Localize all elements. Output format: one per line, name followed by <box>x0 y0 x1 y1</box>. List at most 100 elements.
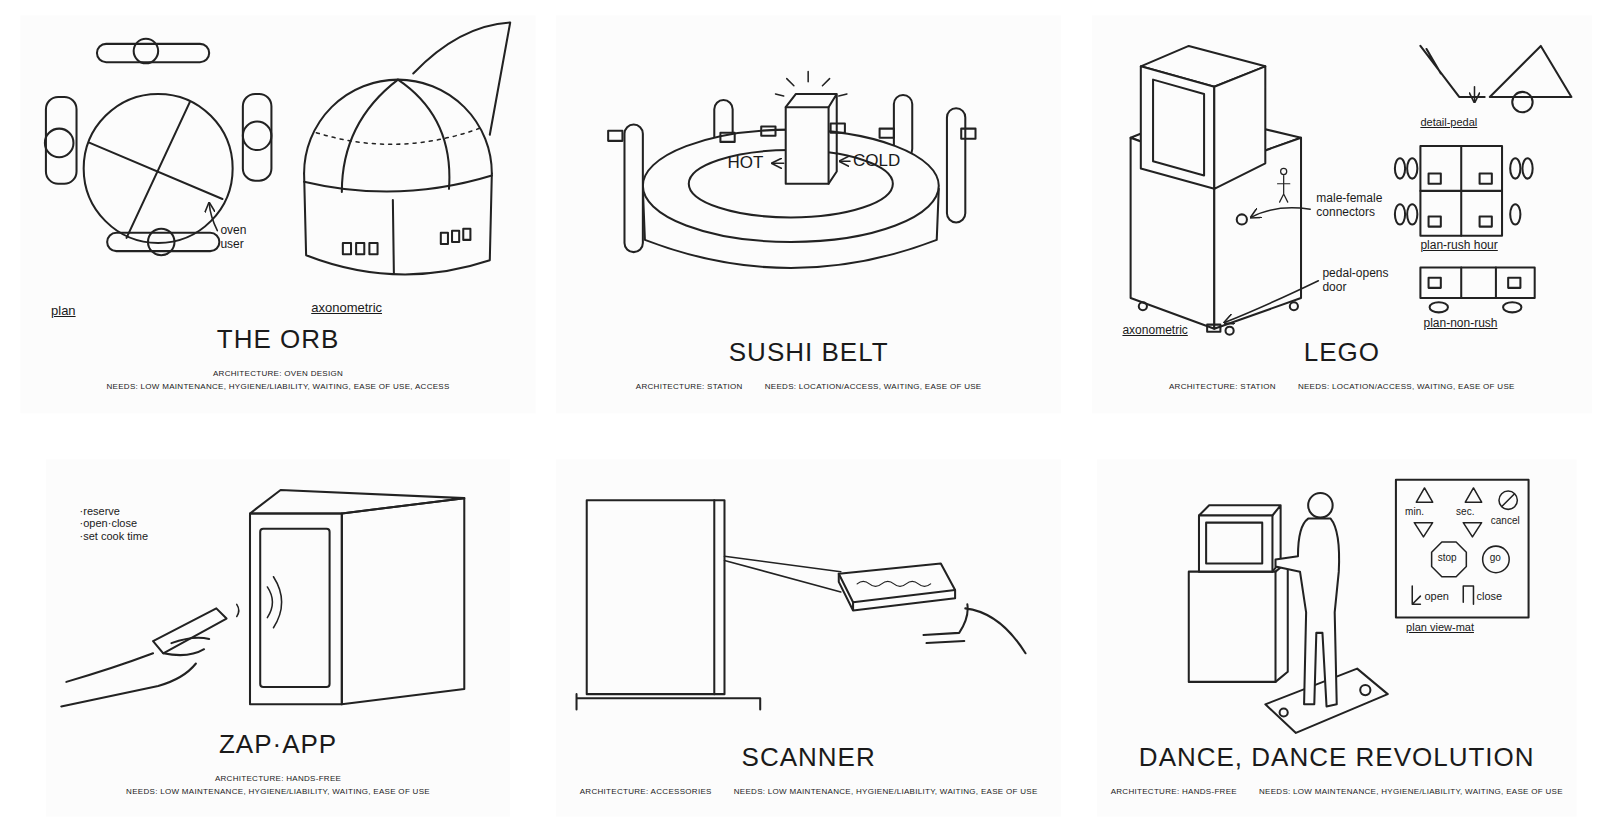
zap-app-sketch-stroke <box>61 638 209 707</box>
orb-axonometric-sketch-stroke <box>316 128 481 145</box>
lego-station-sketch-stroke <box>1474 87 1476 102</box>
orb-plan-sketch-stroke <box>90 102 223 238</box>
sushi-belt-sketch <box>608 71 975 268</box>
orb-axonometric-sketch-stroke <box>452 231 459 242</box>
lego-station-sketch-stroke <box>1510 158 1520 178</box>
ddr-sketch-stroke <box>1483 546 1510 573</box>
lego-station-sketch <box>1131 46 1572 335</box>
orb-axonometric-sketch-stroke <box>413 22 510 134</box>
lego-station-sketch-stroke <box>1139 302 1147 310</box>
sketch-annotation: open <box>1424 590 1448 603</box>
ddr-sketch-stroke <box>1412 586 1420 604</box>
panel-note: NEEDS: LOCATION/ACCESS, WAITING, EASE OF… <box>1298 382 1515 391</box>
lego-station-sketch-stroke <box>1224 281 1318 323</box>
sushi-belt-sketch-stroke <box>624 125 642 253</box>
ddr-sketch-stroke <box>1276 561 1288 681</box>
zap-app-sketch-stroke <box>260 529 329 687</box>
sushi-belt-sketch-stroke <box>831 124 845 133</box>
sushi-belt-sketch-stroke <box>608 131 622 141</box>
ddr-sketch-stroke <box>1199 505 1281 571</box>
lego-station-sketch-stroke <box>1281 168 1287 174</box>
panel-note: ARCHITECTURE: HANDS-FREE <box>1111 787 1237 796</box>
ddr-sketch-stroke <box>1432 542 1467 577</box>
panel-title: ZAP·APP <box>219 729 337 760</box>
sushi-belt-sketch-stroke <box>772 163 783 165</box>
sketch-annotation: pedal-opens door <box>1322 267 1393 295</box>
scanner-sketch-stroke <box>857 581 930 586</box>
panel-footer: ARCHITECTURE: STATION NEEDS: LOCATION/ACC… <box>1169 382 1515 391</box>
panel-title: THE ORB <box>217 324 340 355</box>
panel-footer: ARCHITECTURE: STATIONNEEDS: LOCATION/ACC… <box>636 382 982 391</box>
sketch-annotation: plan-rush hour <box>1420 239 1497 253</box>
sketch-annotation: cancel <box>1491 515 1520 527</box>
sketch-panel: THE ORBARCHITECTURE: OVEN DESIGNNEEDS: L… <box>20 15 535 413</box>
lego-station-sketch-stroke <box>1429 278 1441 288</box>
sushi-belt-sketch-stroke <box>761 127 775 136</box>
panel-note: NEEDS: LOW MAINTENANCE, HYGIENE/LIABILIT… <box>126 787 430 796</box>
lego-station-sketch-stroke <box>1214 66 1265 188</box>
panel-title: SUSHI BELT <box>729 337 889 368</box>
lego-station-sketch-stroke <box>1510 204 1520 224</box>
orb-axonometric-sketch-stroke <box>304 80 492 174</box>
scanner-sketch-stroke <box>713 500 715 694</box>
lego-station-sketch-stroke <box>1278 176 1290 203</box>
lego-station-sketch-stroke <box>1407 158 1417 178</box>
orb-axonometric-sketch <box>304 22 510 274</box>
orb-plan-sketch-stroke <box>84 94 233 243</box>
lego-station-sketch-stroke <box>1290 302 1298 310</box>
sketch-annotation: close <box>1477 590 1503 603</box>
orb-plan-sketch-stroke <box>45 129 74 158</box>
panel-note: ARCHITECTURE: OVEN DESIGN <box>213 369 343 378</box>
orb-plan-sketch-stroke <box>243 121 272 150</box>
sketch-annotation: detail-pedal <box>1420 116 1477 129</box>
sketch-annotation: stop <box>1438 552 1457 564</box>
lego-station-sketch-stroke <box>1429 216 1441 226</box>
orb-axonometric-sketch-stroke <box>304 176 492 192</box>
panel-note: ARCHITECTURE: STATION <box>1169 382 1276 391</box>
orb-plan-sketch-stroke <box>46 97 77 184</box>
lego-station-sketch-stroke <box>1420 146 1502 236</box>
sketch-annotation: male-female connectors <box>1316 192 1403 220</box>
ddr-sketch-stroke <box>1396 480 1529 618</box>
ddr-sketch <box>1189 480 1529 733</box>
panel-title: SCANNER <box>742 742 876 773</box>
sketch-annotation: min. <box>1405 506 1424 518</box>
sketch-panel: SCANNERARCHITECTURE: ACCESSORIESNEEDS: L… <box>556 459 1061 816</box>
sushi-belt-sketch-stroke <box>880 129 894 138</box>
ddr-sketch-stroke <box>1308 493 1332 517</box>
sushi-belt-sketch-stroke <box>786 107 829 184</box>
sketch-annotation: ·open·close <box>80 517 137 530</box>
orb-plan-sketch-stroke <box>148 229 175 256</box>
lego-station-sketch-stroke <box>1395 158 1405 178</box>
panel-ground-stroke <box>1092 15 1592 413</box>
sketch-annotation: COLD <box>853 151 900 171</box>
orb-axonometric-sketch-stroke <box>369 243 377 254</box>
orb-axonometric-sketch-stroke <box>441 233 448 244</box>
scanner-sketch-stroke <box>587 500 725 694</box>
panel-ground-stroke <box>1097 459 1577 816</box>
scanner-sketch <box>577 500 1026 709</box>
sketch-annotation: plan-non-rush <box>1423 317 1497 331</box>
orb-axonometric-sketch-stroke <box>356 243 364 254</box>
orb-axonometric-sketch-stroke <box>343 243 351 254</box>
lego-station-sketch-stroke <box>1480 216 1492 226</box>
lego-station-sketch-stroke <box>1251 208 1310 218</box>
zap-app-sketch-stroke <box>250 513 342 704</box>
lego-station-sketch-stroke <box>1512 92 1532 112</box>
orb-plan-sketch-stroke <box>97 44 209 62</box>
sushi-belt-sketch-stroke <box>840 161 850 163</box>
zap-app-sketch <box>61 490 464 706</box>
ddr-sketch-stroke <box>1276 519 1340 707</box>
ddr-sketch-stroke <box>1499 491 1517 509</box>
ddr-sketch-stroke <box>1280 708 1288 716</box>
panel-ground-stroke <box>46 459 510 816</box>
panel-note: NEEDS: LOW MAINTENANCE, HYGIENE/LIABILIT… <box>1259 787 1563 796</box>
zap-app-sketch-stroke <box>342 498 464 704</box>
scanner-sketch-stroke <box>839 574 955 611</box>
panel-ground-stroke <box>20 15 535 413</box>
zap-app-sketch-stroke <box>153 608 226 653</box>
panel-ground-stroke <box>556 15 1061 413</box>
panel-note: ARCHITECTURE: ACCESSORIES <box>580 787 712 796</box>
ddr-sketch-stroke <box>1463 586 1473 604</box>
panel-title: DANCE, DANCE REVOLUTION <box>1139 742 1535 773</box>
